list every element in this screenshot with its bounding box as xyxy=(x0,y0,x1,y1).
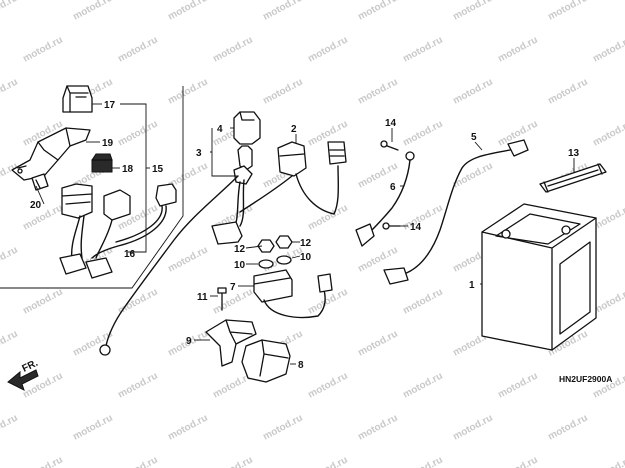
watermark-text: motod.ru xyxy=(451,77,494,107)
front-direction-arrow-icon xyxy=(7,369,39,391)
positive-cable-part xyxy=(383,139,529,285)
relay-rubber-cover-part xyxy=(241,339,291,383)
watermark-text: motod.ru xyxy=(21,455,64,468)
watermark-text: motod.ru xyxy=(166,77,209,107)
watermark-text: motod.ru xyxy=(496,371,539,401)
watermark-text: motod.ru xyxy=(0,329,20,359)
callout-4: 4 xyxy=(217,124,223,135)
small-relay-part xyxy=(91,153,113,173)
watermark-text: motod.ru xyxy=(401,35,444,65)
watermark-text: motod.ru xyxy=(21,203,64,233)
callout-19: 19 xyxy=(102,138,114,149)
watermark-text: motod.ru xyxy=(546,77,589,107)
callout-14-lower: 14 xyxy=(410,222,422,233)
callout-16: 16 xyxy=(124,249,136,260)
watermark-text: motod.ru xyxy=(261,77,304,107)
battery-strap-part xyxy=(539,163,607,193)
watermark-text: motod.ru xyxy=(116,287,159,317)
watermark-text: motod.ru xyxy=(401,371,444,401)
callout-20: 20 xyxy=(30,200,42,211)
watermark-text: motod.ru xyxy=(21,35,64,65)
watermark-text: motod.ru xyxy=(401,455,444,468)
relay-cover-part xyxy=(62,85,93,113)
callout-8: 8 xyxy=(298,360,304,371)
watermark-text: motod.ru xyxy=(261,413,304,443)
watermark-text: motod.ru xyxy=(71,413,114,443)
callout-11: 11 xyxy=(197,292,208,303)
callout-10-right: 10 xyxy=(300,252,312,263)
ground-cable-part xyxy=(355,151,415,247)
terminal-cover-part xyxy=(233,111,261,171)
watermark-text: motod.ru xyxy=(356,413,399,443)
watermark-text: motod.ru xyxy=(496,455,539,468)
watermark-text: motod.ru xyxy=(211,35,254,65)
inset-frame xyxy=(0,86,184,289)
watermark-text: motod.ru xyxy=(591,119,625,149)
watermark-text: motod.ru xyxy=(166,0,209,23)
watermark-text: motod.ru xyxy=(306,203,349,233)
watermark-text: motod.ru xyxy=(356,329,399,359)
watermark-text: motod.ru xyxy=(306,455,349,468)
watermark-text: motod.ru xyxy=(261,0,304,23)
watermark-text: motod.ru xyxy=(496,35,539,65)
bolt-part xyxy=(217,287,227,311)
watermark-text: motod.ru xyxy=(116,455,159,468)
callout-7: 7 xyxy=(230,282,236,293)
starter-relay-part xyxy=(253,269,333,319)
battery-part xyxy=(481,203,597,351)
leader-lines xyxy=(35,103,575,365)
watermark-text: motod.ru xyxy=(401,287,444,317)
bolt-part-upper xyxy=(380,140,399,151)
watermark-text: motod.ru xyxy=(451,0,494,23)
watermark-text: motod.ru xyxy=(0,245,20,275)
callout-14-upper: 14 xyxy=(385,118,397,129)
watermark-text: motod.ru xyxy=(116,371,159,401)
callout-5: 5 xyxy=(471,132,477,143)
watermark-text: motod.ru xyxy=(0,161,20,191)
watermark-text: motod.ru xyxy=(0,77,20,107)
diagram-code-label: HN2UF2900A xyxy=(559,374,612,384)
callout-12-left: 12 xyxy=(234,244,246,255)
starter-cable-part xyxy=(99,165,253,356)
watermark-text: motod.ru xyxy=(211,455,254,468)
watermark-text: motod.ru xyxy=(306,371,349,401)
bolt-part-lower xyxy=(382,222,401,230)
callout-9: 9 xyxy=(186,336,192,347)
callout-3: 3 xyxy=(196,148,202,159)
watermark-text: motod.ru xyxy=(166,413,209,443)
watermark-text: motod.ru xyxy=(356,0,399,23)
callout-15: 15 xyxy=(152,164,164,175)
watermark-text: motod.ru xyxy=(0,413,20,443)
watermark-text: motod.ru xyxy=(591,35,625,65)
nut-washer-set xyxy=(257,235,293,269)
callout-10-left: 10 xyxy=(234,260,246,271)
sub-harness-part xyxy=(59,183,177,279)
callout-18: 18 xyxy=(122,164,134,175)
watermark-text: motod.ru xyxy=(21,287,64,317)
watermark-text: motod.ru xyxy=(71,0,114,23)
relay-holder-bracket-part xyxy=(205,319,257,367)
main-harness-part xyxy=(239,141,347,215)
watermark-text: motod.ru xyxy=(0,0,20,23)
watermark-text: motod.ru xyxy=(546,0,589,23)
watermark-text: motod.ru xyxy=(401,119,444,149)
watermark-text: motod.ru xyxy=(546,413,589,443)
callout-12-right: 12 xyxy=(300,238,312,249)
callout-1: 1 xyxy=(469,280,475,291)
callout-2: 2 xyxy=(291,124,297,135)
callout-6: 6 xyxy=(390,182,396,193)
callout-17: 17 xyxy=(104,100,116,111)
watermark-text: motod.ru xyxy=(451,413,494,443)
watermark-text: motod.ru xyxy=(116,119,159,149)
watermark-text: motod.ru xyxy=(356,77,399,107)
watermark-text: motod.ru xyxy=(401,203,444,233)
watermark-text: motod.ru xyxy=(306,35,349,65)
relay-bracket-part xyxy=(11,127,91,181)
watermark-text: motod.ru xyxy=(591,455,625,468)
watermark-text: motod.ru xyxy=(116,35,159,65)
watermark-text: motod.ru xyxy=(166,245,209,275)
callout-13: 13 xyxy=(568,148,580,159)
